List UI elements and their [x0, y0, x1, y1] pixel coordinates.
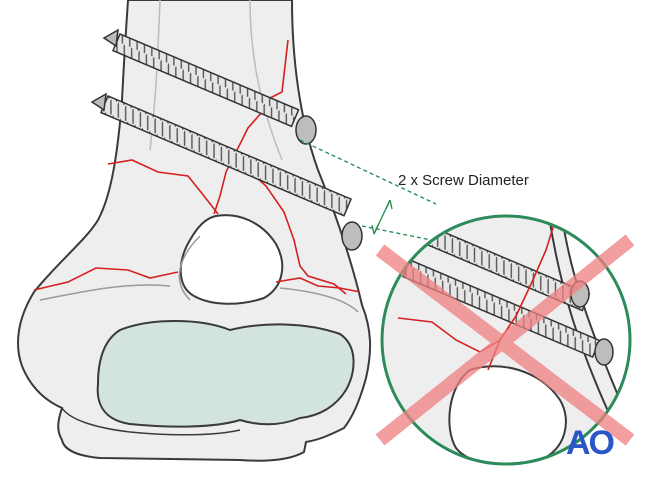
incorrect-x-icon	[375, 234, 635, 446]
ao-logo: AO	[566, 424, 615, 462]
screw-tip-upper	[102, 28, 119, 48]
articular-cartilage	[96, 320, 355, 428]
screw-tip-lower	[90, 92, 107, 112]
screw-head-upper	[295, 115, 317, 145]
screw-spacing-label: 2 x Screw Diameter	[398, 172, 529, 189]
magnifier-ring	[380, 214, 632, 466]
screw-upper	[102, 28, 317, 145]
fracture-lines	[33, 39, 361, 295]
olecranon-fossa	[179, 214, 284, 305]
screw-spacing-measurement	[299, 139, 541, 263]
screw-head-lower	[341, 221, 363, 251]
screw-lower	[90, 92, 363, 251]
